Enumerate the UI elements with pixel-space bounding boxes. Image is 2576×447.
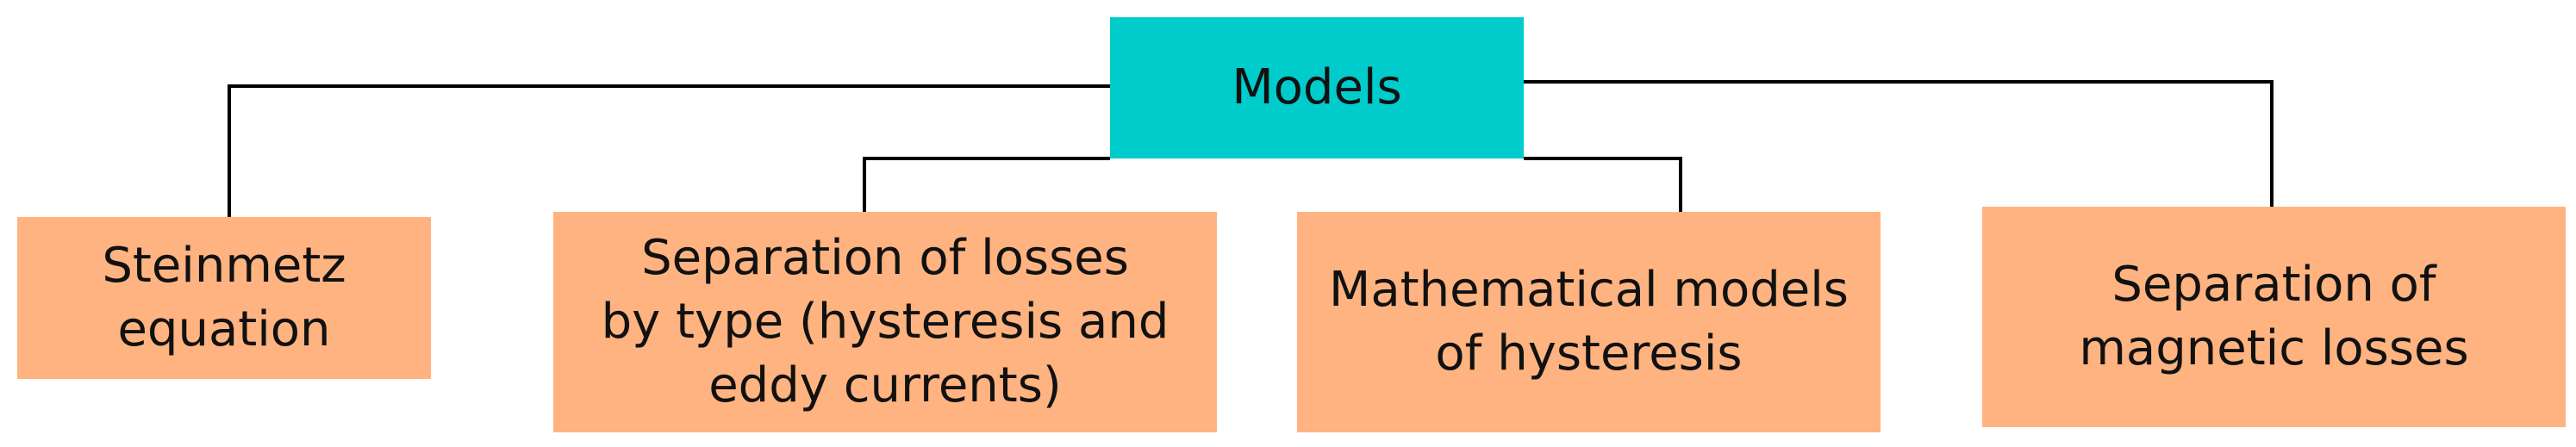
child-node-mathematical-models-of-hysteresis: Mathematical models of hysteresis xyxy=(1297,212,1881,432)
child-node-separation-of-magnetic-losses: Separation of magnetic losses xyxy=(1982,207,2566,427)
connector-to-steinmetz xyxy=(228,84,1110,238)
connector-to-separation-magnetic xyxy=(1524,80,2291,236)
connector-to-mathematical xyxy=(1524,157,1700,245)
child-node-steinmetz-equation: Steinmetz equation xyxy=(17,217,431,379)
child-node-separation-of-losses-by-type: Separation of losses by type (hysteresis… xyxy=(553,212,1217,432)
connector-to-separation-type xyxy=(863,157,1110,234)
root-node-models: Models xyxy=(1110,17,1524,158)
